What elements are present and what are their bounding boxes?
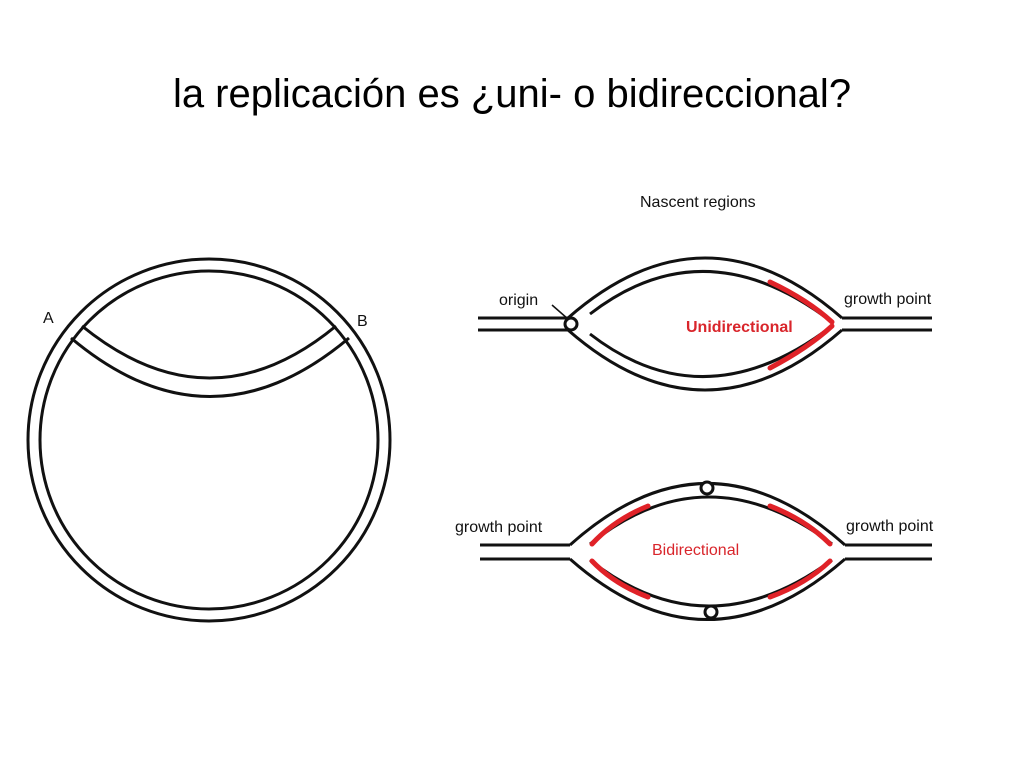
uni-growth-point-label: growth point bbox=[844, 291, 932, 308]
bi-nascent-bottom-right bbox=[767, 558, 833, 600]
uni-nascent-regions bbox=[767, 279, 835, 371]
bi-outer-bottom-strand bbox=[569, 557, 846, 621]
bi-nascent-regions bbox=[589, 503, 833, 600]
origin-pointer bbox=[551, 304, 569, 320]
bi-growth-point-left-label: growth point bbox=[455, 519, 543, 536]
uni-outer-top-strand bbox=[567, 256, 843, 320]
uni-outer-bottom-strand bbox=[567, 328, 843, 392]
bi-nascent-top-left bbox=[589, 503, 651, 547]
unidirectional-label: Unidirectional bbox=[686, 319, 793, 336]
inner-strand-circle bbox=[38, 269, 380, 611]
bi-nascent-top-right bbox=[767, 503, 833, 547]
bi-nascent-bottom-left bbox=[589, 558, 651, 600]
origin-label: origin bbox=[499, 292, 538, 309]
bi-growth-point-right-label: growth point bbox=[846, 518, 934, 535]
slide-title: la replicación es ¿uni- o bidireccional? bbox=[172, 72, 852, 116]
nascent-regions-label: Nascent regions bbox=[640, 194, 756, 211]
label-a: A bbox=[43, 310, 54, 327]
replication-bubble-outer-arc bbox=[70, 336, 350, 398]
replication-bubble-inner-arc bbox=[81, 324, 337, 380]
bi-origin-bottom-marker bbox=[703, 604, 719, 620]
label-b: B bbox=[357, 313, 368, 330]
bidirectional-label: Bidirectional bbox=[652, 542, 739, 559]
bi-origin-top-marker bbox=[699, 480, 715, 496]
uni-nascent-top bbox=[767, 279, 835, 325]
unidirectional-bubble bbox=[478, 256, 932, 392]
circular-chromosome bbox=[26, 257, 392, 623]
origin-marker bbox=[563, 316, 579, 332]
uni-nascent-bottom bbox=[767, 323, 835, 371]
outer-strand-circle bbox=[26, 257, 392, 623]
